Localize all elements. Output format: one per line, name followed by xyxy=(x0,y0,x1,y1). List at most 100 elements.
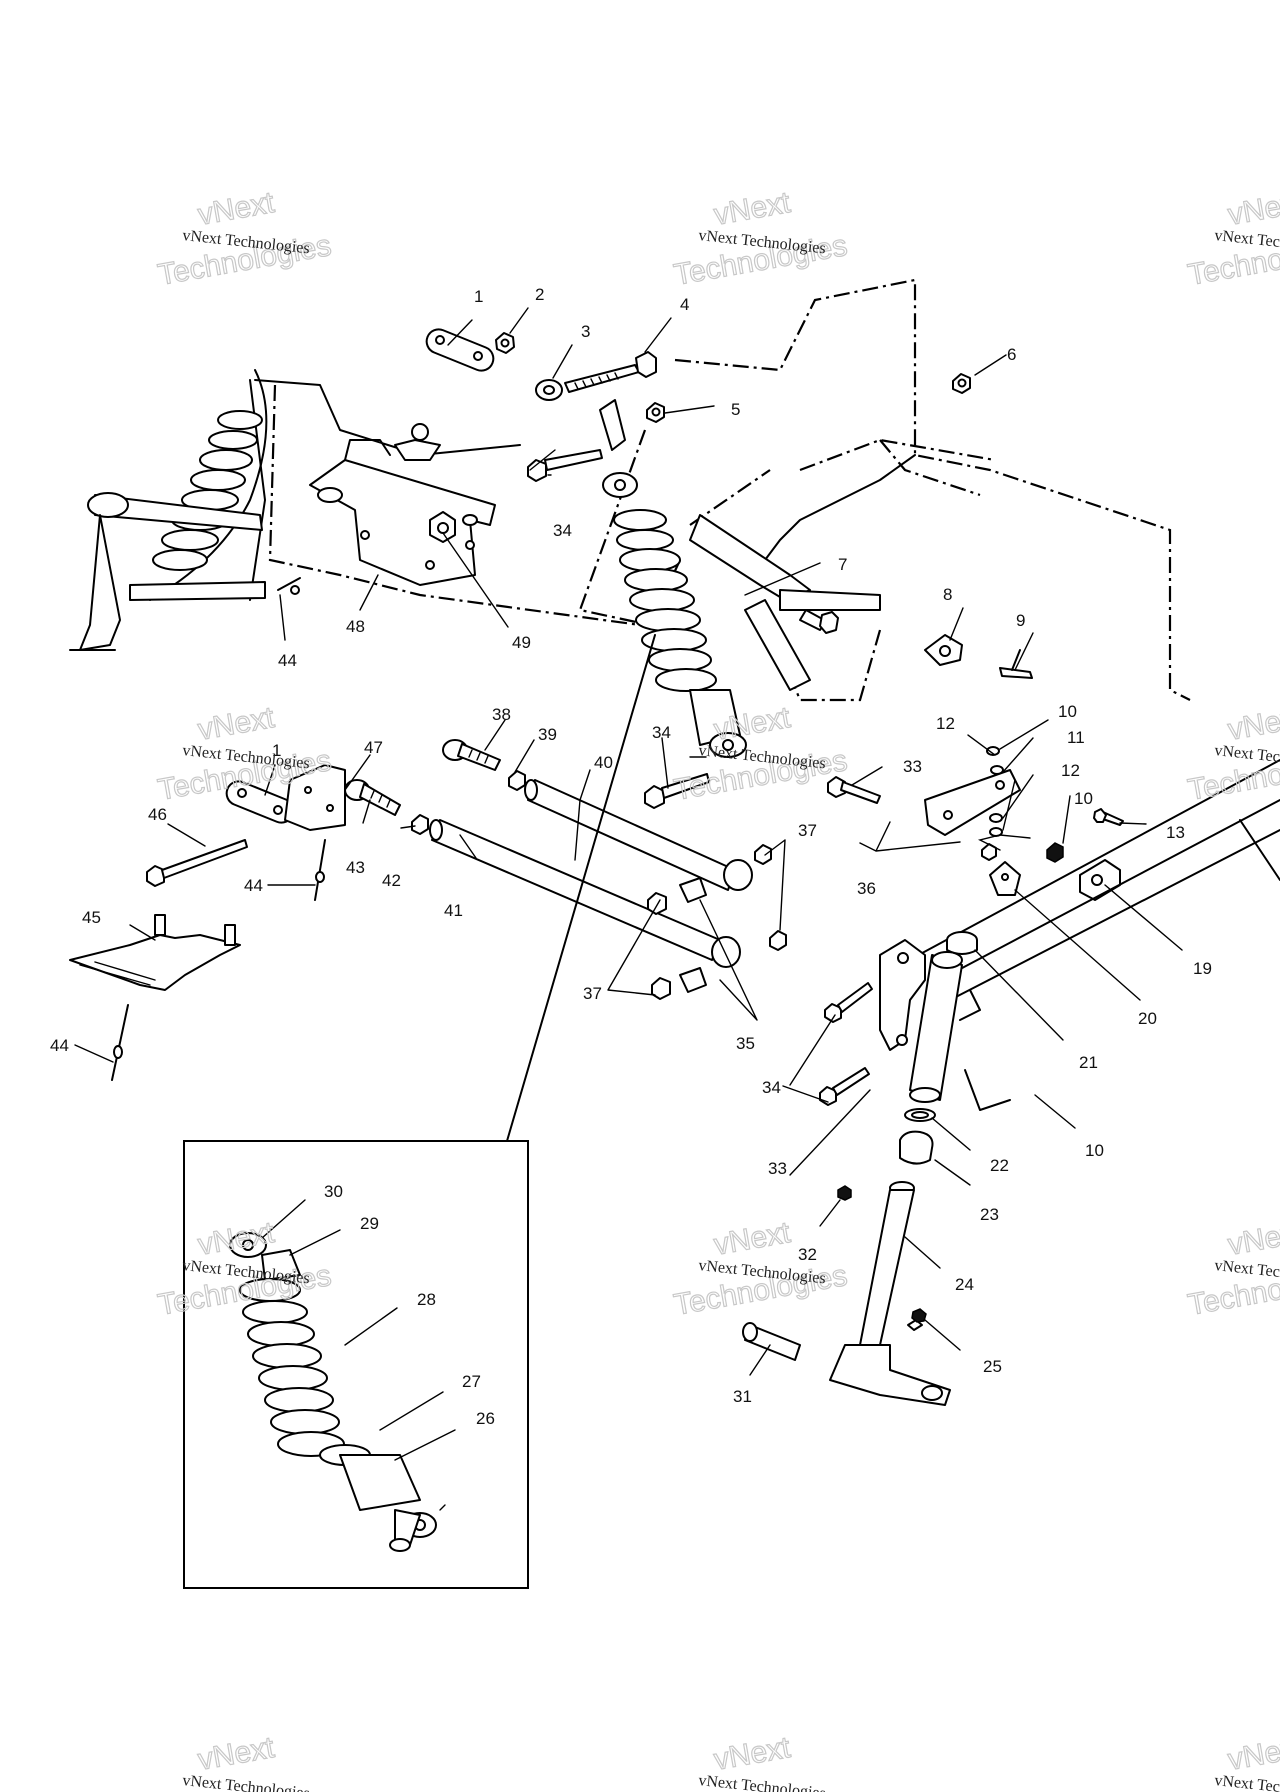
link-plate-top xyxy=(425,328,495,372)
svg-text:vNext: vNext xyxy=(711,1731,793,1777)
callout-42: 42 xyxy=(382,871,401,890)
nut-icon xyxy=(495,332,515,354)
upper-shock-bracket xyxy=(309,423,496,586)
nut-icon xyxy=(411,770,526,835)
svg-text:vNext: vNext xyxy=(195,701,277,747)
left-shock-coil xyxy=(152,410,263,571)
watermark: vNext Technologies vNext Technologies xyxy=(671,1215,850,1322)
callout-1b: 1 xyxy=(272,741,281,760)
bushing-icon xyxy=(679,859,753,993)
svg-text:vNext: vNext xyxy=(1225,701,1280,747)
bushing-icon xyxy=(946,931,978,955)
callout-36: 36 xyxy=(857,879,876,898)
nut-icon xyxy=(646,402,665,423)
callout-45: 45 xyxy=(82,908,101,927)
nut-icon xyxy=(837,1185,852,1201)
callout-44b: 44 xyxy=(244,876,263,895)
leader-lines xyxy=(74,307,1183,1461)
knuckle-bracket xyxy=(879,939,926,1051)
watermark: vNext vNext Technologies xyxy=(182,1730,311,1792)
nut-icon xyxy=(647,844,787,1000)
watermark: vNext Technologies vNext Technologies xyxy=(155,185,334,292)
svg-text:vNext: vNext xyxy=(1225,1731,1280,1777)
shock-detail-inset xyxy=(183,634,656,1589)
callout-26: 26 xyxy=(476,1409,495,1428)
callout-25: 25 xyxy=(983,1357,1002,1376)
spindle-arm-plate xyxy=(924,769,1021,836)
callout-7: 7 xyxy=(838,555,847,574)
pin-icon xyxy=(999,649,1033,679)
watermark: vNext vNext Technologies xyxy=(698,1730,827,1792)
callout-33a: 33 xyxy=(768,1159,787,1178)
pin-icon xyxy=(111,577,326,1081)
callout-39: 39 xyxy=(538,725,557,744)
callout-23: 23 xyxy=(980,1205,999,1224)
callout-11: 11 xyxy=(1067,728,1085,747)
washer-icon xyxy=(904,1108,936,1122)
watermark: vNext Technologies vNext Technologies xyxy=(1185,185,1280,292)
nut-icon xyxy=(429,511,456,543)
bolt-icon xyxy=(146,449,881,1106)
callout-44a: 44 xyxy=(278,651,297,670)
watermark: vNext Technologies vNext Technologies xyxy=(671,185,850,292)
rod-end-icon xyxy=(344,739,501,816)
svg-text:vNext Technologies: vNext Technologies xyxy=(1214,1772,1280,1792)
svg-text:vNext: vNext xyxy=(711,186,793,232)
callout-31: 31 xyxy=(733,1387,752,1406)
callout-6: 6 xyxy=(1007,345,1016,364)
bolt-icon xyxy=(1093,808,1124,826)
callout-30: 30 xyxy=(324,1182,343,1201)
bolt-icon xyxy=(799,609,839,634)
callout-8: 8 xyxy=(943,585,952,604)
bolt-icon xyxy=(564,351,657,393)
lower-frame-rails xyxy=(899,759,1280,1111)
callout-34b: 34 xyxy=(553,521,572,540)
callout-9: 9 xyxy=(1016,611,1025,630)
svg-text:vNext: vNext xyxy=(1225,1216,1280,1262)
callout-49: 49 xyxy=(512,633,531,652)
nut-icon xyxy=(924,634,963,666)
svg-text:vNext Technologies: vNext Technologies xyxy=(698,1772,827,1792)
svg-text:vNext: vNext xyxy=(195,186,277,232)
callout-19: 19 xyxy=(1193,959,1212,978)
svg-text:vNext: vNext xyxy=(711,1216,793,1262)
svg-text:vNext Technologies: vNext Technologies xyxy=(182,1772,311,1792)
mount-block xyxy=(1079,859,1121,901)
callout-1: 1 xyxy=(474,287,483,306)
callout-47: 47 xyxy=(364,738,383,757)
callout-10c: 10 xyxy=(1085,1141,1104,1160)
control-arm-icon xyxy=(689,514,881,691)
callout-20: 20 xyxy=(1138,1009,1157,1028)
spindle-icon xyxy=(829,1181,951,1406)
callout-21: 21 xyxy=(1079,1053,1098,1072)
coil-spring-shock-icon xyxy=(229,1232,446,1552)
spindle-tube xyxy=(909,951,963,1103)
bolt-icon xyxy=(907,1308,927,1331)
callout-38: 38 xyxy=(492,705,511,724)
nut-icon xyxy=(952,373,971,394)
watermark: vNext vNext Technologies xyxy=(1214,1730,1280,1792)
bushing-icon xyxy=(899,1130,934,1165)
callout-29: 29 xyxy=(360,1214,379,1233)
callout-40: 40 xyxy=(594,753,613,772)
callout-35: 35 xyxy=(736,1034,755,1053)
callout-13: 13 xyxy=(1166,823,1185,842)
left-shock-assembly xyxy=(69,369,268,651)
callout-37b: 37 xyxy=(583,984,602,1003)
svg-text:vNext: vNext xyxy=(195,1731,277,1777)
callout-34c: 34 xyxy=(652,723,671,742)
svg-text:vNext: vNext xyxy=(1225,186,1280,232)
callout-32: 32 xyxy=(798,1245,817,1264)
angle-bracket xyxy=(284,764,346,831)
nut-icon xyxy=(981,842,1064,863)
callout-4: 4 xyxy=(680,295,689,314)
callout-numbers: 1 2 3 4 5 6 7 8 9 10 11 12 12 10 13 19 2… xyxy=(50,285,1212,1428)
callout-10b: 10 xyxy=(1074,789,1093,808)
pin-icon xyxy=(742,1322,801,1361)
watermark: vNext Technologies vNext Technologies xyxy=(1185,700,1280,807)
watermark: vNext Technologies vNext Technologies xyxy=(1185,1215,1280,1322)
callout-22: 22 xyxy=(990,1156,1009,1175)
callout-2: 2 xyxy=(535,285,544,304)
